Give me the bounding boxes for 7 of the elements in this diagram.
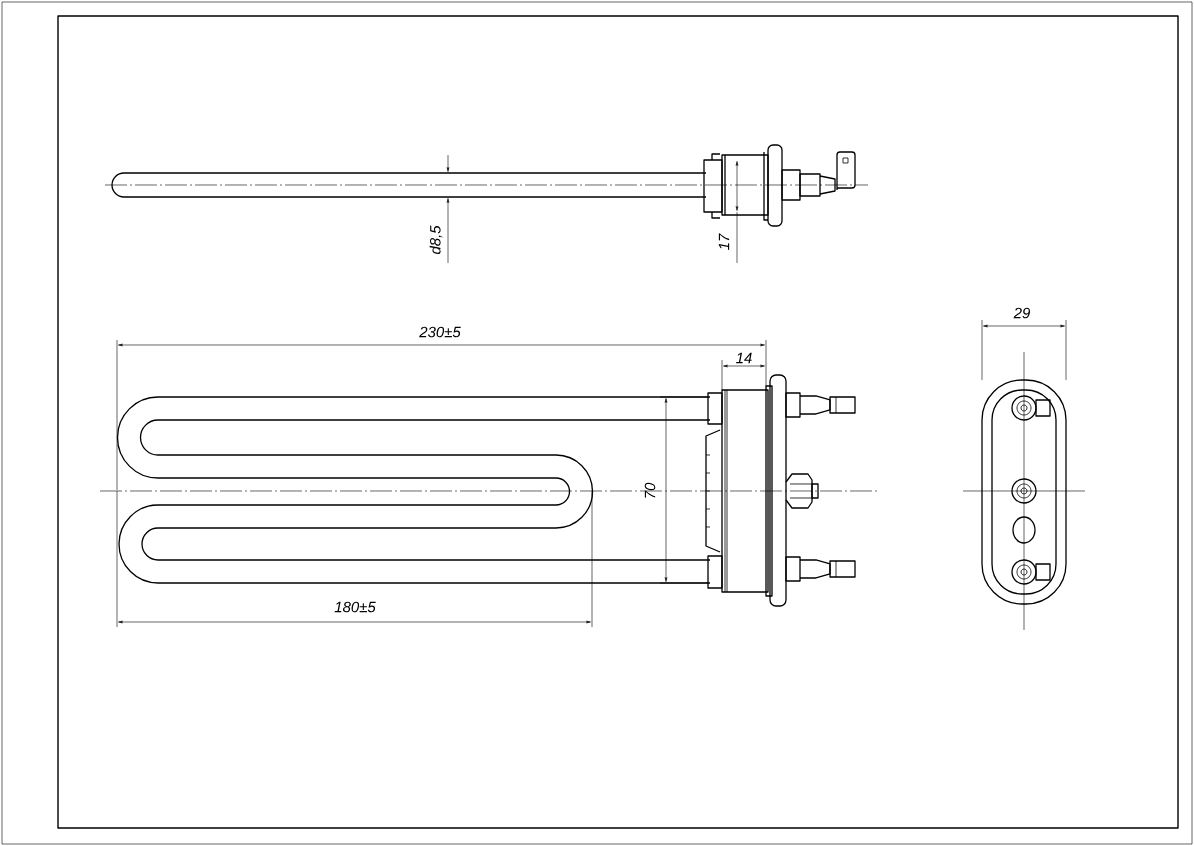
dimension-text: 17 <box>718 233 730 250</box>
dimension-text: 180±5 <box>334 601 376 613</box>
dimension-text: d8,5 <box>429 225 443 255</box>
dimension-text: 70 <box>644 482 656 498</box>
dimension-text: 230±5 <box>419 326 461 338</box>
dimension-text: 14 <box>736 352 752 364</box>
dimension-text: 29 <box>1013 307 1030 319</box>
